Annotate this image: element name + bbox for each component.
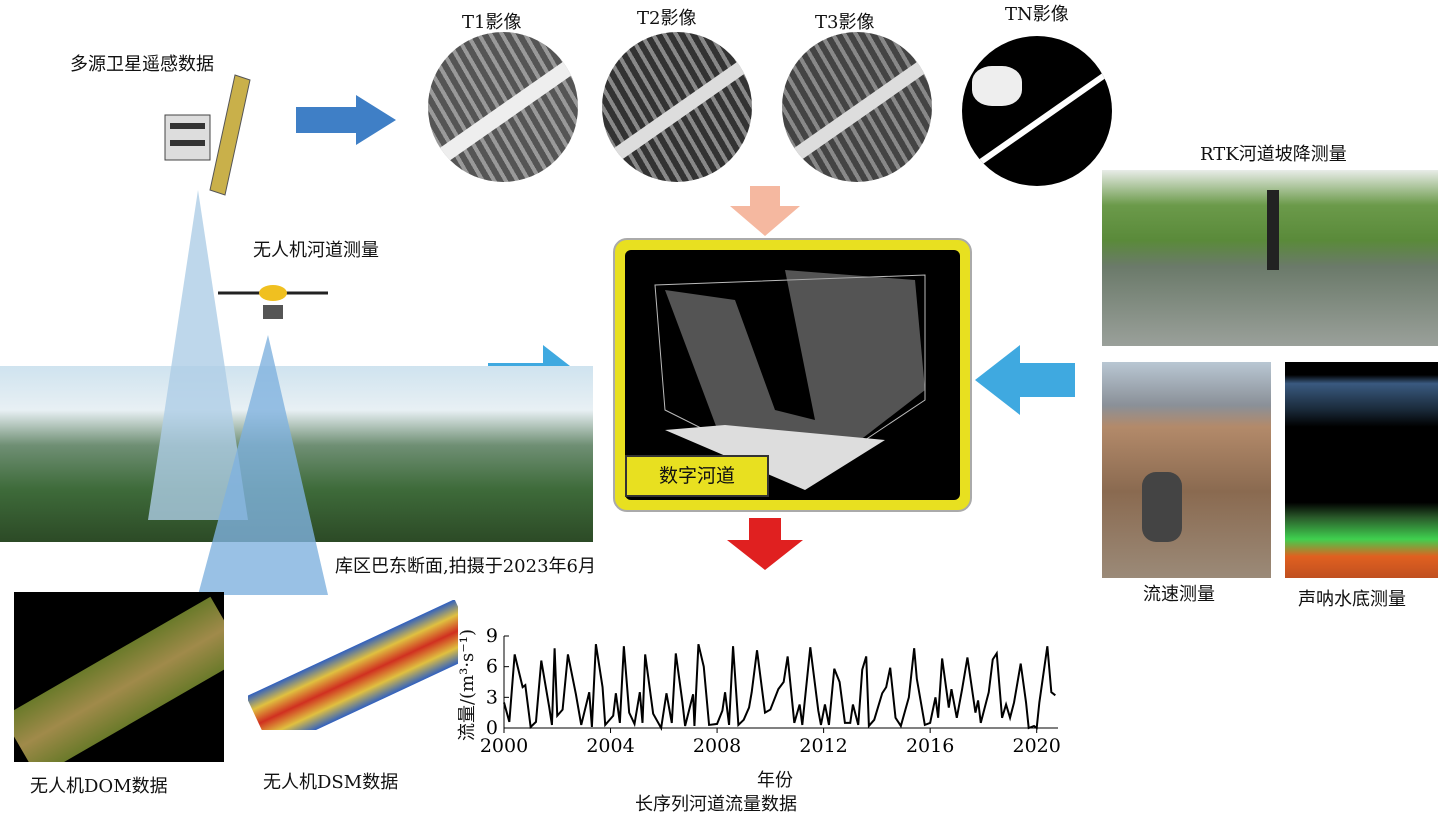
x-tick-label: 2008: [693, 735, 741, 757]
rtk-photo: [1102, 170, 1438, 346]
digital-river-label: 数字河道: [625, 455, 769, 497]
t2-label: T2影像: [637, 8, 697, 29]
digital-river-frame: 数字河道: [613, 238, 972, 512]
t3-label: T3影像: [815, 12, 875, 33]
uav-survey-label: 无人机河道测量: [253, 240, 379, 261]
flow-series-line: [503, 643, 1056, 732]
dsm-label: 无人机DSM数据: [263, 772, 399, 793]
x-tick-label: 2000: [480, 735, 528, 757]
dom-label: 无人机DOM数据: [30, 776, 168, 797]
satellite-arrow: [296, 95, 396, 145]
down-arrow-red: [727, 518, 803, 570]
x-tick-label: 2012: [799, 735, 847, 757]
x-tick-label: 2020: [1013, 735, 1061, 757]
x-tick-label: 2016: [906, 735, 954, 757]
uav-beam: [198, 335, 328, 595]
chart-ylabel: 流量/(m³·s⁻¹): [457, 628, 479, 742]
dom-image: [14, 592, 224, 762]
x-tick-label: 2004: [586, 735, 634, 757]
y-tick-label: 0: [486, 717, 498, 739]
y-tick-label: 9: [486, 625, 498, 647]
t2-image: [602, 32, 752, 182]
t1-label: T1影像: [462, 12, 522, 33]
sonar-label: 声呐水底测量: [1298, 589, 1406, 610]
y-tick-label: 6: [486, 656, 498, 678]
y-tick-label: 3: [486, 686, 498, 708]
t1-image: [428, 32, 578, 182]
river-3d-mesh: [654, 270, 926, 490]
satellite-beam: [148, 190, 248, 520]
tn-image: [962, 36, 1112, 186]
satellite-label: 多源卫星遥感数据: [70, 54, 214, 75]
sonar-photo: [1285, 362, 1438, 578]
flow-velocity-label: 流速测量: [1143, 584, 1215, 605]
left-arrow-blue: [975, 345, 1075, 415]
landscape-caption: 库区巴东断面,拍摄于2023年6月: [335, 556, 596, 577]
flow-velocity-photo: [1102, 362, 1271, 578]
chart-xlabel: 年份: [757, 770, 793, 791]
drone-icon: [218, 285, 328, 319]
chart-title: 长序列河道流量数据: [635, 794, 797, 815]
t3-image: [782, 32, 932, 182]
rtk-label: RTK河道坡降测量: [1200, 144, 1347, 165]
down-arrow-peach: [730, 186, 800, 236]
satellite-icon: [164, 74, 251, 196]
tn-label: TN影像: [1005, 4, 1069, 25]
